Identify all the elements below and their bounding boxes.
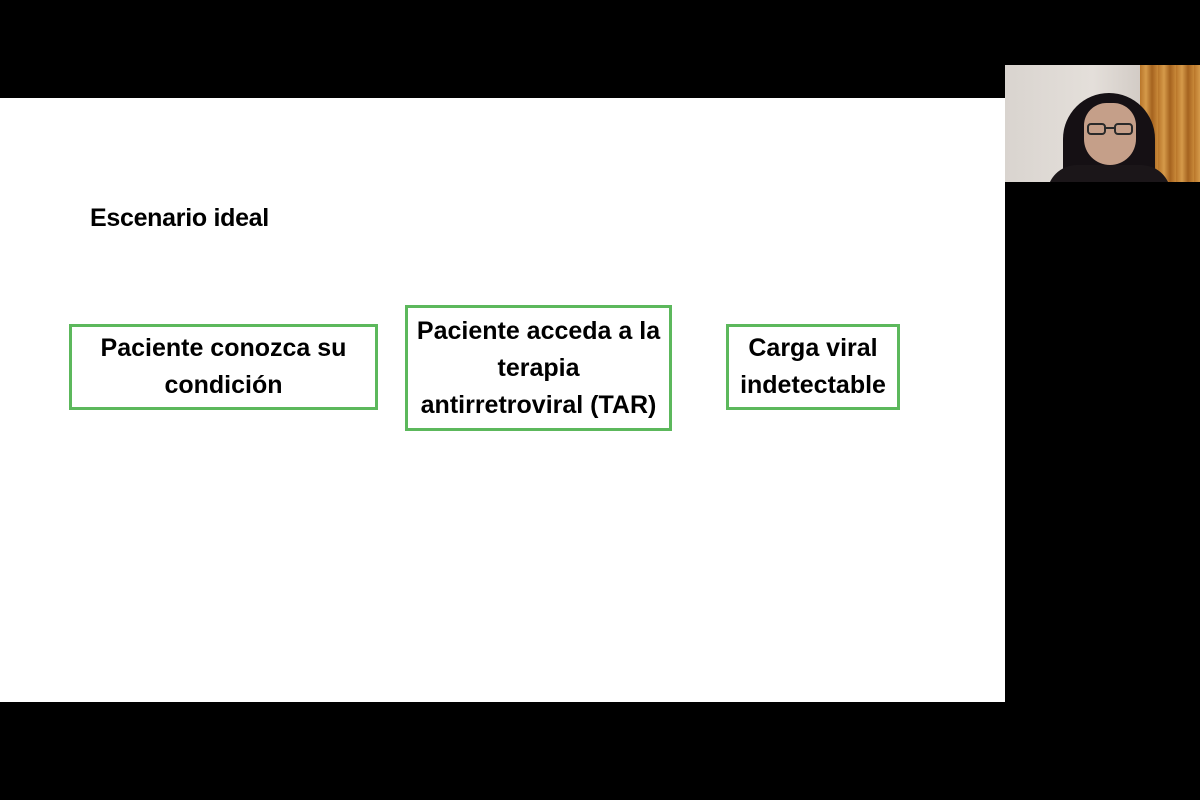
- flow-box-text: indetectable: [740, 371, 886, 399]
- lens-right: [1114, 123, 1133, 135]
- flow-box-text: antirretroviral (TAR): [420, 390, 657, 419]
- flow-box-undetectable-load: Carga viral indetectable: [726, 324, 900, 410]
- slide-title: Escenario ideal: [90, 204, 269, 232]
- flow-box-text: Paciente conozca su: [100, 334, 347, 362]
- lens-bridge: [1106, 127, 1114, 129]
- flow-box-text: terapia: [497, 353, 580, 382]
- flow-box-access-therapy: Paciente acceda a la terapia antirretrov…: [405, 305, 672, 431]
- lens-left: [1087, 123, 1106, 135]
- flow-box-text: Paciente acceda a la: [416, 316, 661, 345]
- flow-box-text: condición: [164, 371, 283, 399]
- participant-shoulders: [1047, 165, 1171, 182]
- flow-box-know-condition: Paciente conozca su condición: [69, 324, 378, 410]
- shared-slide: Escenario ideal Paciente conozca su cond…: [0, 98, 1005, 702]
- glasses-icon: [1087, 123, 1133, 137]
- participant-video-tile[interactable]: [1005, 65, 1200, 182]
- flow-box-text: Carga viral: [748, 334, 878, 362]
